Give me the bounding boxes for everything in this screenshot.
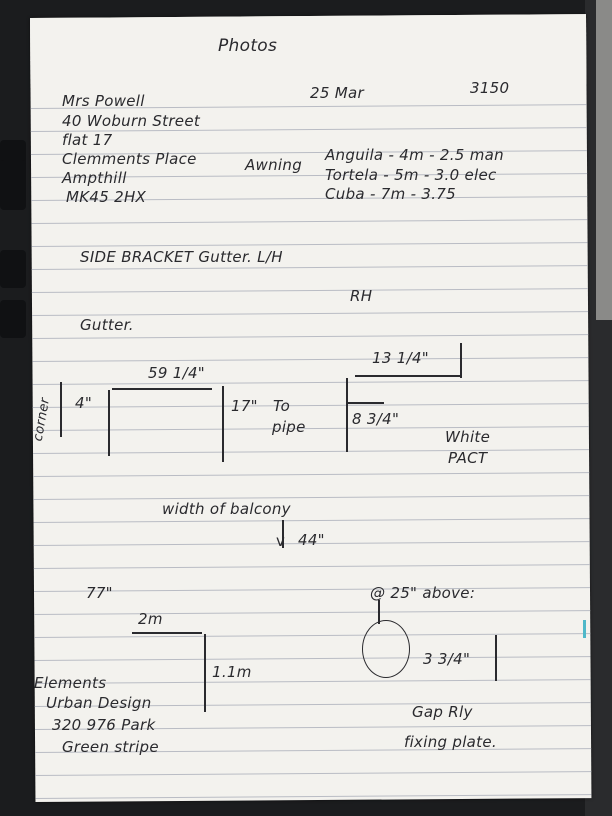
page-title: Photos [218, 36, 278, 56]
date: 25 Mar [310, 84, 364, 102]
sketch-line [222, 386, 224, 462]
awning-option: Anguila - 4m - 2.5 man [325, 146, 504, 164]
sketch-line [355, 375, 460, 377]
laptop-key [0, 300, 26, 338]
laptop-key [0, 160, 26, 210]
gutter-heading: SIDE BRACKET Gutter. L/H [80, 248, 283, 266]
fixing-note: fixing plate. [404, 733, 497, 751]
address-line: MK45 2HX [66, 188, 147, 206]
address-line: Mrs Powell [62, 92, 145, 110]
supplier-line: Elements [34, 674, 107, 692]
measurement: 13 1/4" [372, 349, 429, 367]
awning-option: Cuba - 7m - 3.75 [325, 185, 456, 203]
sketch-line [378, 600, 380, 624]
sketch-line [495, 635, 497, 681]
supplier-line: 320 976 Park [52, 716, 156, 734]
measurement: 8 3/4" [352, 410, 400, 428]
colour-note: White [445, 428, 491, 446]
measurement: 59 1/4" [148, 364, 205, 382]
sketch-line [108, 390, 110, 456]
page-tab [583, 620, 586, 638]
awning-option: Tortela - 5m - 3.0 elec [325, 166, 497, 184]
arrow-head-icon: v [276, 532, 286, 550]
measurement: 1.1m [212, 663, 252, 681]
gutter-label: Gutter. [80, 316, 134, 334]
above-note: @ 25" above: [370, 584, 476, 602]
address-line: flat 17 [62, 131, 113, 149]
measurement: 3 3/4" [423, 650, 471, 668]
address-line: Ampthill [62, 169, 127, 187]
balcony-label: width of balcony [162, 500, 291, 518]
sketch-line [204, 634, 206, 712]
to-pipe-label: To [273, 397, 291, 415]
supplier-line: Green stripe [62, 738, 159, 756]
desk-edge [596, 0, 612, 320]
fixing-note: Gap Rly [412, 703, 473, 721]
reference-number: 3150 [470, 79, 510, 97]
sketch-line [112, 388, 212, 390]
sketch-line [348, 402, 384, 404]
address-line: Clemments Place [62, 150, 197, 168]
corner-line [60, 382, 62, 437]
pipe-circle-sketch [362, 620, 410, 678]
balcony-width: 44" [298, 531, 325, 549]
sketch-line [346, 378, 348, 452]
arrow-icon [282, 520, 284, 548]
measurement: 17" [231, 397, 258, 415]
laptop-key [0, 250, 26, 288]
to-pipe-label: pipe [272, 418, 306, 436]
colour-note: PACT [448, 449, 488, 467]
sketch-line [132, 632, 202, 634]
supplier-line: Urban Design [46, 694, 152, 712]
awning-label: Awning [245, 156, 303, 174]
rh-label: RH [350, 287, 373, 305]
measurement: 77" [86, 584, 113, 602]
measurement: 2m [138, 610, 163, 628]
measurement: 4" [75, 394, 93, 412]
sketch-line [460, 343, 462, 378]
notepad-page [30, 14, 592, 802]
address-line: 40 Woburn Street [62, 112, 201, 130]
